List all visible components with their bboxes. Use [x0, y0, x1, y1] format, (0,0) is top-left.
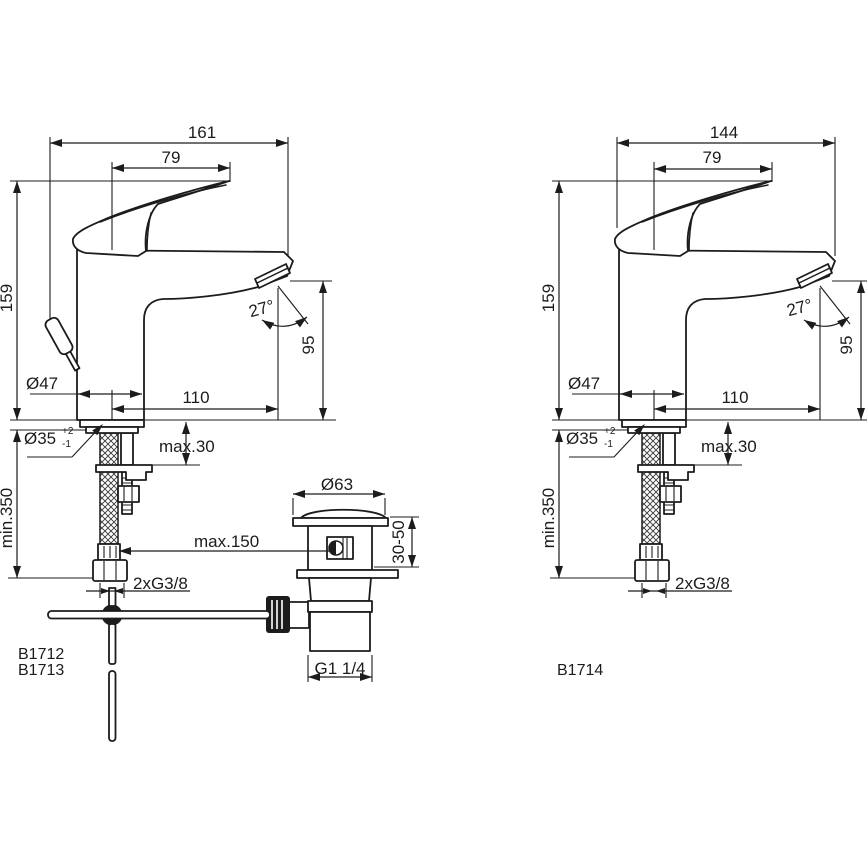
horizontal-rod [47, 610, 271, 620]
spout-height-label: 95 [837, 336, 856, 355]
total-width-label: 144 [710, 123, 738, 142]
waste-diameter-label: Ø63 [321, 475, 353, 494]
supply-arrow-right [114, 588, 123, 594]
left-faucet-view: 161 79 159 27° 95 Ø47 110 Ø35 +2 -1 max.… [0, 123, 419, 742]
deck-max-label: max.30 [159, 437, 215, 456]
body-diameter-label: Ø47 [568, 374, 600, 393]
vertical-rod-upper [108, 587, 117, 607]
waste-dia-extensions [292, 498, 386, 515]
waste-range-label: 30-50 [389, 520, 408, 563]
tailpiece [309, 611, 371, 652]
supply-connection-label: 2xG3/8 [675, 574, 730, 593]
spout-angle-label: 27° [247, 296, 277, 321]
hole-tol-minus-label: -1 [62, 439, 71, 450]
model-code-1: B1712 [18, 646, 64, 663]
spout-angle-arc [261, 316, 308, 330]
right-faucet-view: 144 79 159 27° 95 Ø47 110 Ø35 +2 -1 max.… [539, 123, 867, 679]
right-labels: 144 79 159 27° 95 Ø47 110 Ø35 +2 -1 max.… [539, 123, 856, 679]
spout-height-label: 95 [299, 336, 318, 355]
faucet-outline [71, 180, 294, 582]
deck-max-label: max.30 [701, 437, 757, 456]
left-dimensions [8, 137, 419, 682]
spout-angle-arc [803, 316, 850, 330]
rod-max-label: max.150 [194, 532, 259, 551]
waste-plug-stem [342, 538, 348, 559]
handle-width-label: 79 [162, 148, 181, 167]
vertical-rod-lower [108, 670, 117, 742]
hose-min-label: min.350 [539, 488, 558, 548]
tailpiece-collar [307, 600, 373, 613]
hole-tol-plus-label: +2 [604, 426, 616, 437]
popup-knob-grip [44, 316, 74, 356]
pull-rod [47, 587, 271, 742]
waste-thread-label: G1 1/4 [314, 659, 365, 678]
hole-dia-arrow [634, 424, 645, 436]
hole-diameter-label: Ø35 [566, 429, 598, 448]
handle-width-label: 79 [703, 148, 722, 167]
right-dimensions [550, 137, 867, 598]
spout-angle-line [277, 285, 309, 325]
waste-mid-body [308, 577, 372, 602]
waste-lever-cylinder [288, 601, 310, 629]
waste-lower-flange [296, 569, 399, 579]
hole-dia-arrow [92, 424, 103, 436]
vertical-extension-lines [49, 137, 289, 420]
model-code-1: B1714 [557, 662, 603, 679]
supply-connection-label: 2xG3/8 [133, 574, 188, 593]
hole-diameter-label: Ø35 [24, 429, 56, 448]
left-labels: 161 79 159 27° 95 Ø47 110 Ø35 +2 -1 max.… [0, 123, 408, 679]
height-label: 159 [0, 284, 16, 312]
total-width-label: 161 [188, 123, 216, 142]
waste-plug-dome [300, 508, 387, 519]
body-diameter-label: Ø47 [26, 374, 58, 393]
hole-tol-minus-label: -1 [604, 439, 613, 450]
waste-assembly [266, 508, 399, 652]
popup-knob [44, 316, 81, 372]
spout-reach-label: 110 [721, 388, 748, 407]
height-label: 159 [539, 284, 558, 312]
supply-arrow-right [656, 588, 665, 594]
vertical-extension-lines [616, 137, 836, 420]
vertical-rod-mid [108, 623, 117, 665]
spout-reach-label: 110 [182, 388, 209, 407]
spout-angle-label: 27° [785, 295, 815, 320]
hose-min-label: min.350 [0, 488, 16, 548]
model-code-2: B1713 [18, 662, 64, 679]
spout-angle-line [819, 285, 851, 325]
faucet-outline [613, 180, 836, 582]
supply-arrow-left [101, 588, 110, 594]
hole-tol-plus-label: +2 [62, 426, 74, 437]
waste-top-flange [292, 517, 389, 527]
supply-arrow-left [643, 588, 652, 594]
knurl-ridges [271, 600, 283, 629]
